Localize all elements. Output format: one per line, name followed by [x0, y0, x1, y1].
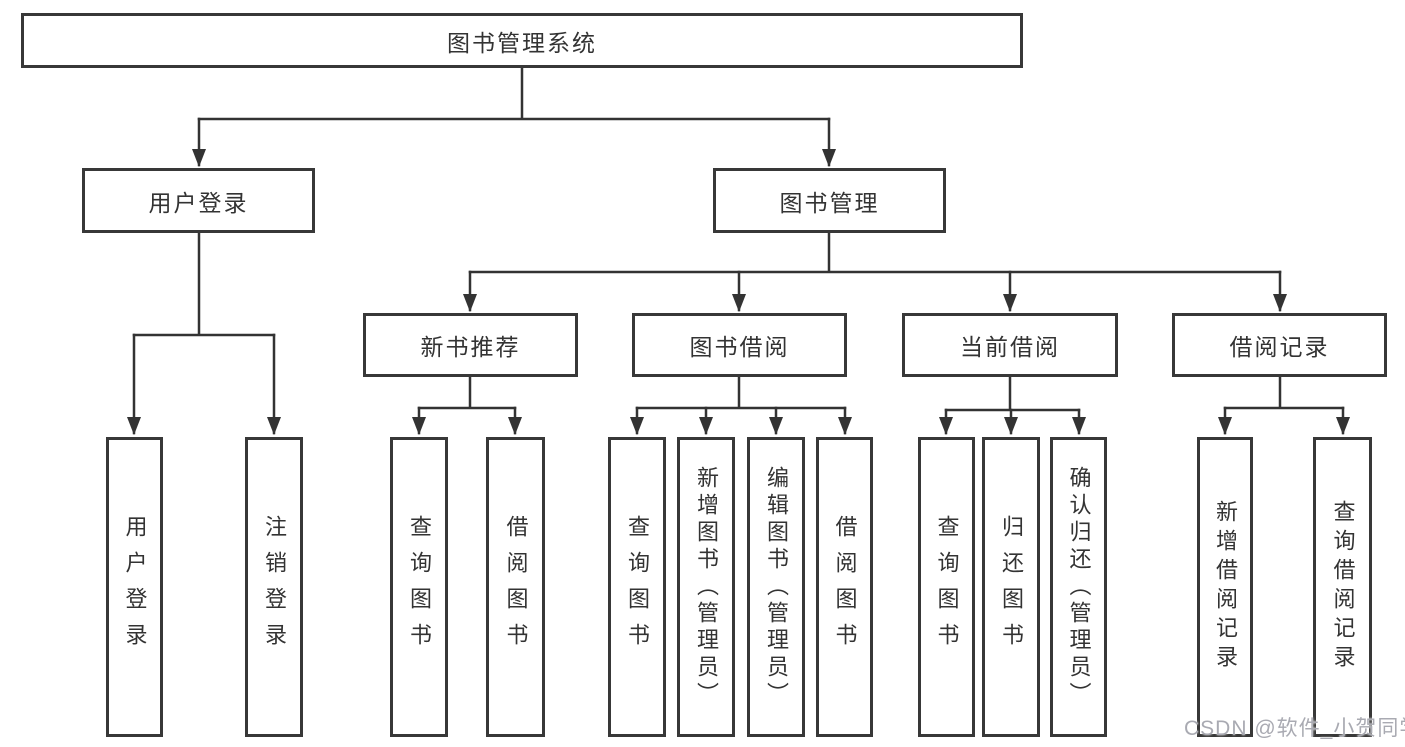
node-label: 注销登录 — [262, 515, 287, 659]
leaf-return-books: 归还图书 — [982, 437, 1040, 737]
node-label: 当前借阅 — [960, 334, 1060, 360]
node-label: 用户登录 — [122, 515, 148, 659]
leaf-query-books-borrow: 查询图书 — [608, 437, 666, 737]
node-label: 借阅图书 — [832, 515, 858, 659]
node-label: 查询图书 — [625, 515, 650, 659]
node-borrow-records: 借阅记录 — [1172, 313, 1387, 377]
node-current-borrow: 当前借阅 — [902, 313, 1118, 377]
node-label: 查询图书 — [407, 515, 432, 659]
node-label: 归还图书 — [999, 515, 1024, 659]
leaf-add-borrow-record: 新增借阅记录 — [1197, 437, 1253, 737]
node-label: 用户登录 — [148, 189, 249, 216]
node-user-login-module: 用户登录 — [82, 168, 315, 233]
leaf-query-borrow-record: 查询借阅记录 — [1313, 437, 1372, 737]
node-root-system: 图书管理系统 — [21, 13, 1023, 68]
leaf-logout: 注销登录 — [245, 437, 303, 737]
node-label: 编辑图书（管理员） — [764, 465, 789, 709]
node-label: 图书管理系统 — [447, 29, 597, 56]
connector-group — [127, 66, 1350, 435]
node-label: 查询借阅记录 — [1330, 500, 1356, 674]
node-label: 借阅图书 — [503, 515, 529, 659]
node-book-management-module: 图书管理 — [713, 168, 946, 233]
node-new-book-recommend: 新书推荐 — [363, 313, 578, 377]
leaf-borrow-books: 借阅图书 — [816, 437, 873, 737]
leaf-add-books-admin: 新增图书（管理员） — [677, 437, 735, 737]
leaf-query-books-current: 查询图书 — [918, 437, 975, 737]
node-label: 新增借阅记录 — [1213, 500, 1238, 674]
leaf-user-login: 用户登录 — [106, 437, 163, 737]
node-label: 图书管理 — [779, 189, 880, 216]
node-book-borrow: 图书借阅 — [632, 313, 847, 377]
node-label: 查询图书 — [934, 515, 960, 659]
node-label: 借阅记录 — [1229, 334, 1330, 360]
csdn-watermark: CSDN @软件_小贺同学 — [1184, 717, 1405, 740]
node-label: 新增图书（管理员） — [694, 465, 719, 709]
leaf-confirm-return-admin: 确认归还（管理员） — [1050, 437, 1107, 737]
leaf-edit-books-admin: 编辑图书（管理员） — [747, 437, 805, 737]
leaf-query-books-recommend: 查询图书 — [390, 437, 448, 737]
leaf-borrow-books-recommend: 借阅图书 — [486, 437, 545, 737]
node-label: 确认归还（管理员） — [1066, 465, 1092, 709]
node-label: 图书借阅 — [689, 334, 790, 360]
node-label: 新书推荐 — [420, 334, 521, 360]
